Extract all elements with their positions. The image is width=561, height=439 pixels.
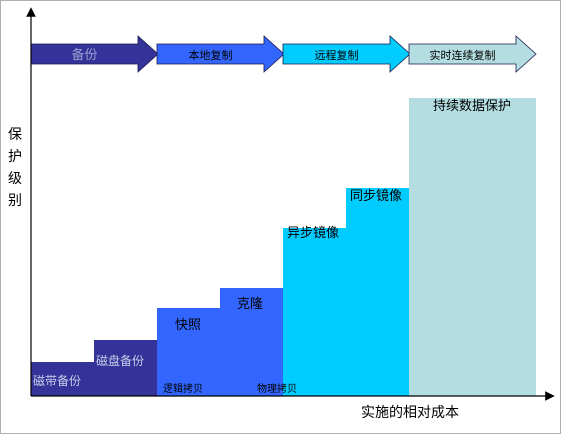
x-axis-label: 实施的相对成本 xyxy=(361,405,459,421)
stage-arrow xyxy=(408,35,537,73)
stage-arrow xyxy=(30,35,159,73)
copy-type-label: 物理拷贝 xyxy=(257,382,297,395)
level-bar xyxy=(346,188,409,396)
stage-label: 远程复制 xyxy=(315,48,359,62)
level-label: 快照 xyxy=(175,318,201,333)
level-bar xyxy=(283,228,346,396)
level-bar xyxy=(157,308,220,396)
level-label: 克隆 xyxy=(237,297,263,312)
level-bar xyxy=(409,98,536,396)
y-axis-label: 保护级别 xyxy=(8,127,22,209)
level-bar xyxy=(31,362,94,396)
level-bar xyxy=(220,288,283,396)
stage-label: 备份 xyxy=(71,47,97,63)
level-label: 同步镜像 xyxy=(350,189,402,204)
level-label: 磁带备份 xyxy=(33,373,81,388)
stage-arrow xyxy=(282,35,411,73)
level-label: 持续数据保护 xyxy=(433,99,511,114)
stage-label: 本地复制 xyxy=(189,48,233,62)
stage-label: 实时连续复制 xyxy=(430,48,496,62)
stage-arrow xyxy=(156,35,285,73)
level-label: 异步镜像 xyxy=(287,226,339,241)
level-bar xyxy=(94,340,157,396)
copy-type-label: 逻辑拷贝 xyxy=(163,382,203,395)
level-label: 磁盘备份 xyxy=(96,353,144,368)
